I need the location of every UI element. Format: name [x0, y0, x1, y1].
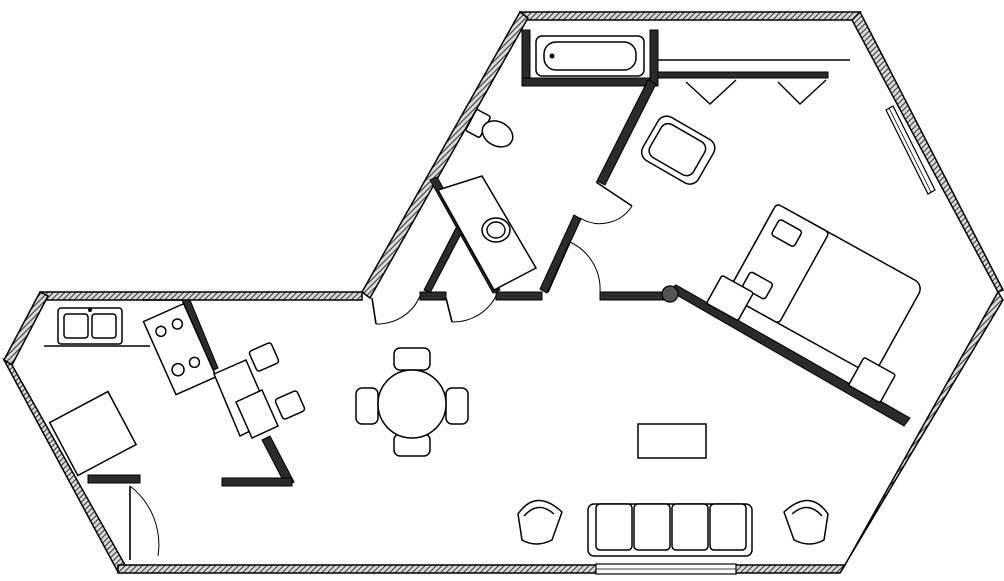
stool	[248, 342, 306, 420]
tub-wall-right	[649, 29, 659, 87]
sofa-icon	[587, 503, 753, 557]
door-icon	[371, 295, 421, 325]
entry-wall-stub	[87, 474, 141, 484]
bathtub-icon	[535, 35, 645, 77]
armchair-icon	[517, 499, 563, 545]
armchair-icon	[783, 499, 829, 545]
nightstand-icon	[706, 275, 754, 321]
toilet-icon	[465, 109, 514, 148]
bath-lower-wall	[539, 214, 582, 294]
column	[661, 285, 679, 303]
bath-left-angled-wall	[361, 10, 529, 300]
kitchen-lower-wall	[261, 435, 295, 487]
kitchen-left-angled-wall	[3, 291, 50, 367]
countertop	[44, 299, 182, 347]
door-icon	[547, 241, 601, 293]
window-icon	[885, 105, 936, 195]
bedroom-right-angled-wall	[851, 10, 1004, 293]
double-sink-icon	[57, 307, 123, 345]
stove-icon	[142, 302, 218, 396]
outer-walls	[2, 10, 1004, 574]
dining-table-icon	[355, 347, 469, 457]
bed-icon	[727, 204, 921, 374]
door-icon	[579, 181, 633, 225]
closet-doors	[685, 79, 827, 105]
wall-stub	[599, 291, 667, 301]
armchair-icon	[640, 115, 716, 185]
bath-right-wall	[596, 79, 657, 186]
kitchen-island	[213, 359, 279, 439]
closet-divider-wall	[423, 227, 463, 294]
coffee-table-icon	[637, 423, 707, 459]
tub-wall-left	[521, 29, 531, 83]
door-icon	[129, 485, 160, 560]
wall-stub	[495, 291, 543, 301]
nightstand-icon	[848, 357, 896, 403]
kitchen-table	[48, 390, 138, 477]
top-wall	[518, 11, 862, 21]
kitchen-bottom-wall	[221, 477, 293, 487]
interior-walls	[87, 29, 911, 487]
wall-stub	[419, 291, 447, 301]
kitchen-top-wall	[39, 291, 363, 301]
sink-icon	[436, 175, 538, 292]
door-icon	[445, 295, 497, 323]
tub-wall-bottom	[521, 77, 653, 87]
closet-shelf	[657, 71, 829, 79]
window-icon	[595, 563, 737, 575]
